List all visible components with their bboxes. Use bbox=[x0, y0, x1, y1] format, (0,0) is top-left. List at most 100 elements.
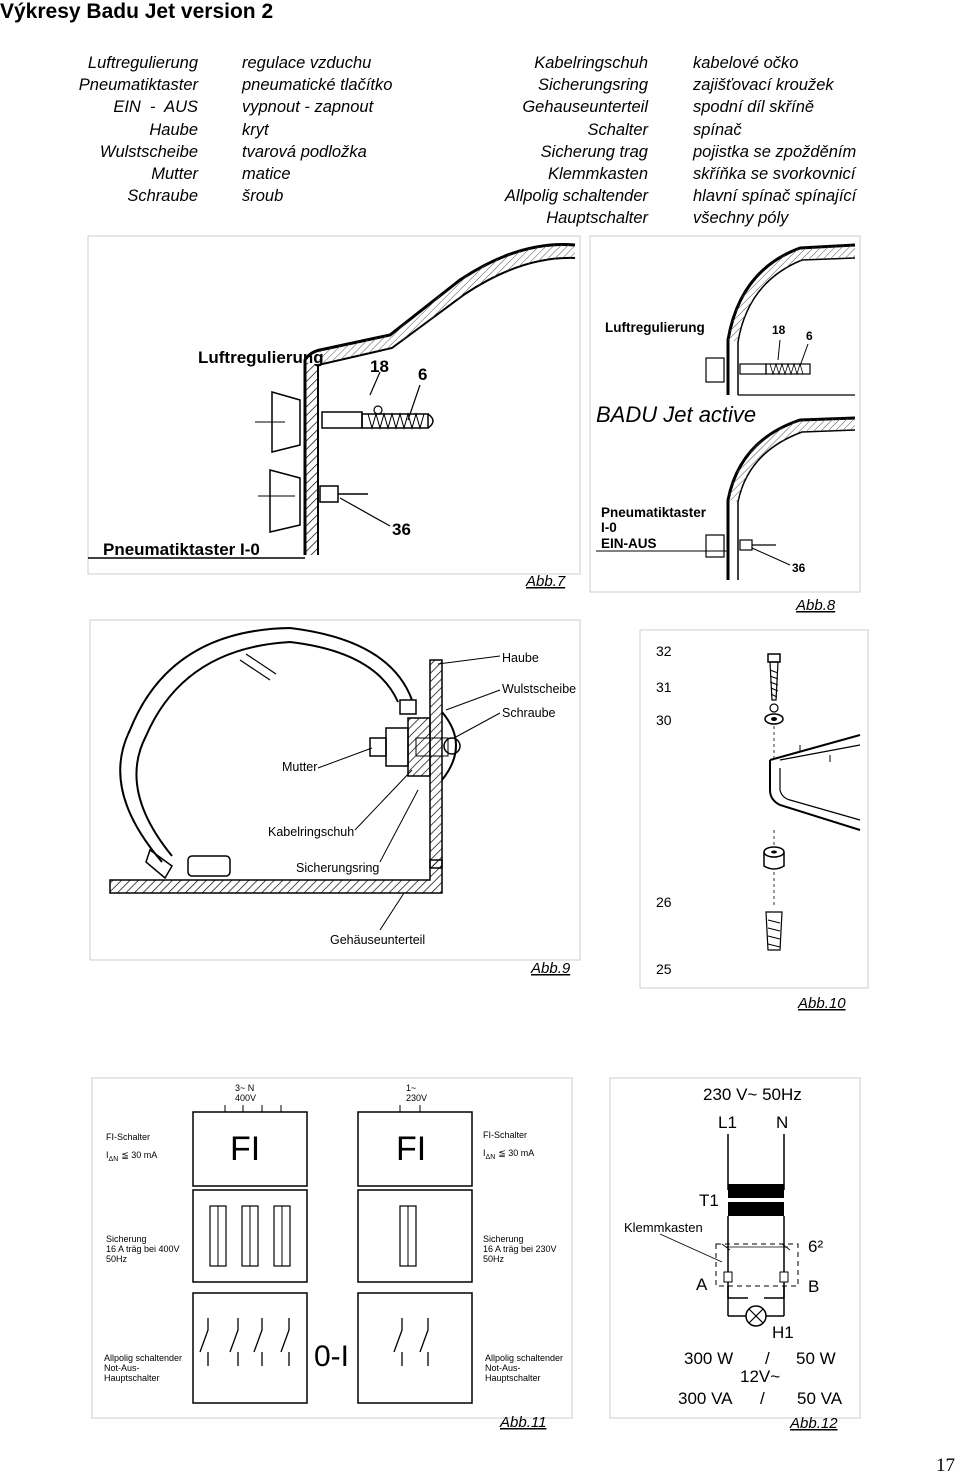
fig11-switch-left-3: Hauptschalter bbox=[104, 1373, 160, 1383]
figure-9: Haube Wulstscheibe Schraube Mutter Kabel… bbox=[89, 619, 581, 977]
glossary-czech-col-2: regulace vzduchu pneumatické tlačítko vy… bbox=[242, 52, 442, 207]
fig8-label-button-3: EIN-AUS bbox=[601, 536, 657, 551]
glossary-term: Sicherung trag bbox=[540, 142, 648, 161]
glossary-term: matice bbox=[242, 165, 291, 184]
hood-arc-bottom bbox=[726, 416, 856, 580]
fig12-t1: T1 bbox=[699, 1191, 719, 1210]
fig8-label-button-2: I-0 bbox=[601, 520, 617, 535]
glossary-term: Wulstscheibe bbox=[99, 142, 198, 161]
glossary-term: Hauptschalter bbox=[546, 209, 648, 228]
fig11-fuse400-2: 16 A träg bei 400V bbox=[106, 1244, 180, 1254]
glossary-term: Schalter bbox=[587, 120, 648, 139]
housing-bottom bbox=[109, 859, 443, 894]
fig12-p1: 300 W bbox=[684, 1349, 733, 1368]
fig11-fi-current-left: IΔN≦ 30 mA bbox=[106, 1150, 157, 1163]
figure-12: 230 V~ 50Hz L1 N T1 Klemmkasten 6² A B H… bbox=[609, 1077, 861, 1432]
fig9-mutter: Mutter bbox=[282, 760, 317, 774]
fig7-caption: Abb.7 bbox=[525, 573, 566, 590]
fig12-p4: 50 VA bbox=[797, 1389, 843, 1408]
fig9-gehaeuseunterteil: Gehäuseunterteil bbox=[330, 933, 425, 947]
nut-icon bbox=[407, 717, 431, 777]
fig11-supply1-1: 1~ bbox=[406, 1083, 416, 1093]
figure-7-frame bbox=[87, 235, 581, 575]
figure-10: 32 31 30 26 25 Abb.10 bbox=[639, 629, 869, 1012]
glossary-term: regulace vzduchu bbox=[242, 54, 372, 72]
fi-switch-box-230v bbox=[357, 1111, 473, 1187]
switch-contacts-icon bbox=[393, 1318, 429, 1366]
transformer-primary bbox=[728, 1184, 784, 1198]
glossary-term: kabelové očko bbox=[693, 54, 799, 72]
hood-outline bbox=[303, 242, 576, 555]
glossary-term: EIN - AUS bbox=[113, 98, 198, 117]
glossary-term: Luftregulierung bbox=[87, 54, 198, 72]
glossary-term: skříňka se svorkovnicí bbox=[693, 165, 856, 184]
fig11-fi-current-right: IΔN≦ 30 mA bbox=[483, 1148, 534, 1161]
pneumatic-button-icon bbox=[269, 469, 301, 533]
main-switch-box-400v bbox=[192, 1292, 308, 1404]
fig7-label-button: Pneumatiktaster I-0 bbox=[103, 540, 260, 559]
fig8-num-6: 6 bbox=[806, 329, 813, 343]
fig8-num-36: 36 bbox=[792, 561, 806, 575]
fig11-caption: Abb.11 bbox=[499, 1414, 546, 1431]
figure-8: Luftregulierung 18 6 BADU Jet active Pne… bbox=[589, 235, 861, 614]
glossary-term: Allpolig schaltender bbox=[504, 187, 648, 206]
fig11-switch-right-1: Allpolig schaltender bbox=[485, 1353, 563, 1363]
glossary-czech-col-4: kabelové očko zajišťovací kroužek spodní… bbox=[693, 52, 923, 230]
switch-contacts-icon bbox=[199, 1318, 290, 1366]
fig11-supply1-2: 230V bbox=[406, 1093, 427, 1103]
cable-outline bbox=[119, 626, 413, 863]
figure-11: 3~ N 400V 1~ 230V FI FI 0-I FI-Schalter … bbox=[91, 1077, 573, 1431]
figure-11-frame bbox=[91, 1077, 573, 1419]
fig7-label-air: Luftregulierung bbox=[198, 348, 324, 367]
ring-terminal-icon bbox=[145, 848, 173, 880]
glossary-term: vypnout - zapnout bbox=[242, 98, 374, 117]
wall-hatching bbox=[305, 362, 318, 555]
fig12-slash2: / bbox=[760, 1389, 765, 1408]
fig12-p2: 50 W bbox=[796, 1349, 836, 1368]
glossary-term: Schraube bbox=[127, 187, 198, 206]
glossary-term: pojistka se zpožděním bbox=[693, 142, 857, 161]
air-knob-icon bbox=[271, 391, 301, 453]
fig12-slash1: / bbox=[765, 1349, 770, 1368]
spring-icon bbox=[361, 413, 429, 429]
glossary-term: Pneumatiktaster bbox=[78, 76, 198, 95]
fig12-a: A bbox=[696, 1275, 708, 1294]
terminal-block-icon bbox=[187, 855, 231, 877]
glossary-term: Mutter bbox=[151, 165, 198, 184]
fig11-fi-left: FI bbox=[230, 1130, 260, 1168]
fig12-supply: 230 V~ 50Hz bbox=[703, 1085, 802, 1104]
fig9-caption: Abb.9 bbox=[530, 960, 571, 977]
fig10-n31: 31 bbox=[656, 679, 672, 695]
fuse-box-230v bbox=[357, 1189, 473, 1283]
glossary-term: spodní díl skříně bbox=[693, 98, 815, 117]
fig12-p3: 300 VA bbox=[678, 1389, 733, 1408]
glossary-term: kryt bbox=[242, 120, 269, 139]
glossary-term: šroub bbox=[242, 187, 284, 206]
fig12-l1: L1 bbox=[718, 1113, 737, 1132]
fig8-label-button-1: Pneumatiktaster bbox=[601, 505, 707, 520]
fig12-klemmkasten: Klemmkasten bbox=[624, 1220, 703, 1235]
fig9-kabelringschuh: Kabelringschuh bbox=[268, 825, 354, 839]
glossary-term: Kabelringschuh bbox=[534, 54, 648, 72]
housing-wall bbox=[429, 659, 443, 869]
fig8-brand: BADU Jet active bbox=[596, 402, 756, 427]
glossary-term: Gehauseunterteil bbox=[522, 98, 648, 117]
fig7-num-6: 6 bbox=[418, 365, 427, 384]
fig10-n25: 25 bbox=[656, 961, 672, 977]
bead-washer-icon bbox=[441, 711, 457, 781]
housing-plate bbox=[769, 734, 861, 831]
glossary-term: Klemmkasten bbox=[548, 165, 648, 184]
fi-switch-box-400v bbox=[192, 1111, 308, 1187]
fig11-fuse400-3: 50Hz bbox=[106, 1254, 128, 1264]
fig10-n32: 32 bbox=[656, 643, 672, 659]
fig11-switch-right-3: Hauptschalter bbox=[485, 1373, 541, 1383]
glossary-term: pneumatické tlačítko bbox=[242, 76, 393, 95]
fig12-n: N bbox=[776, 1113, 788, 1132]
glossary-german-col-3: Kabelringschuh Sicherungsring Gehauseunt… bbox=[440, 52, 648, 230]
glossary-term: Haube bbox=[149, 120, 198, 139]
fig12-six2: 6² bbox=[808, 1237, 823, 1256]
lamp-icon bbox=[745, 1305, 767, 1327]
hood-hatching bbox=[318, 244, 575, 365]
glossary-term: všechny póly bbox=[693, 209, 789, 228]
